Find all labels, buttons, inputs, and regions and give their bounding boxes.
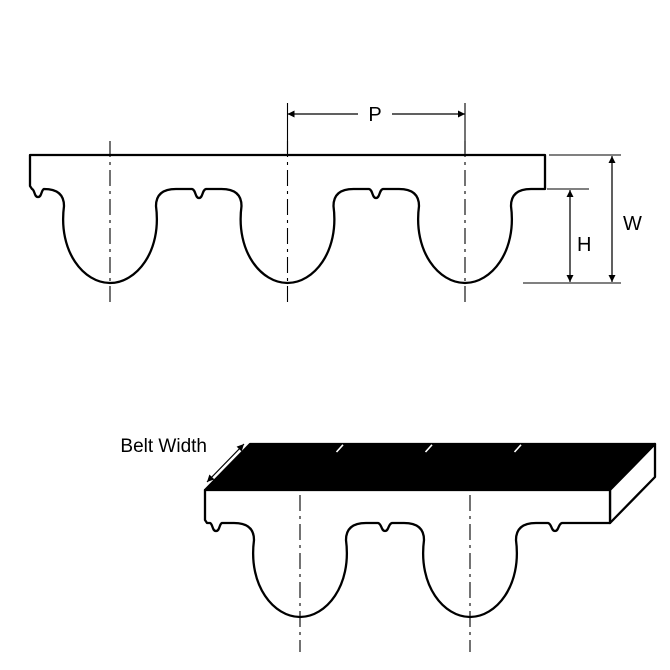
- top-face-tooth-tick: [424, 444, 433, 453]
- belt-width-arrow: [206, 443, 245, 483]
- perspective-view-belt: Belt Width: [120, 436, 657, 652]
- top-face-tooth-tick: [335, 444, 344, 453]
- width-label: W: [623, 213, 642, 235]
- belt-top-face: [203, 442, 657, 492]
- top-view-belt-profile-section: P W H: [28, 103, 642, 302]
- belt-front-profile: [203, 488, 612, 619]
- pitch-label: P: [368, 104, 381, 126]
- belt-width-annotation: Belt Width: [120, 436, 245, 483]
- belt-width-label: Belt Width: [120, 436, 207, 457]
- belt-profile-outline: [28, 153, 547, 285]
- height-label: H: [577, 234, 591, 256]
- total-height-dimension: W: [523, 154, 642, 284]
- tooth-height-dimension: H: [547, 188, 591, 282]
- top-face-tooth-tick: [513, 444, 522, 453]
- pitch-dimension: P: [286, 103, 466, 153]
